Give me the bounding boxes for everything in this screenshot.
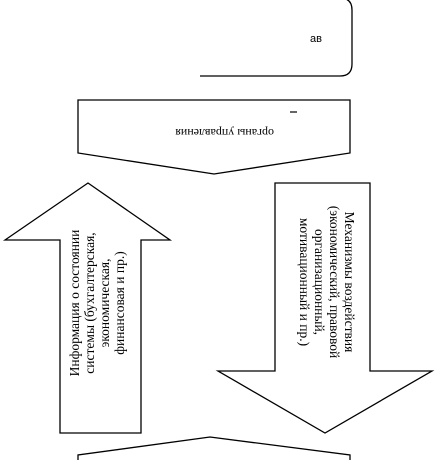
left-up-arrow — [2, 182, 173, 434]
left-arrow-line-4: финансовая и пр.) — [112, 251, 127, 355]
left-arrow-line-2: системы (бухгалтерская, — [82, 232, 97, 374]
right-arrow-line-1: Механизмы воздействия — [342, 211, 357, 353]
top-banner-shape — [77, 99, 351, 175]
right-arrow-line-4: мотивационный и пр.) — [297, 217, 312, 347]
banner-text: органы управления — [175, 126, 274, 140]
right-arrow-line-2: (экономический, правовой — [327, 205, 342, 359]
left-arrow-text: Информация о состоянии системы (бухгалте… — [67, 222, 133, 384]
left-arrow-line-1: Информация о состоянии — [67, 229, 82, 377]
right-arrow-line-3: организационный, — [312, 228, 327, 336]
left-arrow-line-3: экономическая, — [97, 258, 112, 348]
bottom-shape — [77, 436, 351, 462]
right-down-arrow — [215, 182, 435, 434]
right-arrow-text: Механизмы воздействия (экономический, пр… — [291, 199, 357, 365]
top-box — [200, 0, 353, 77]
top-box-text: ав — [310, 33, 322, 45]
